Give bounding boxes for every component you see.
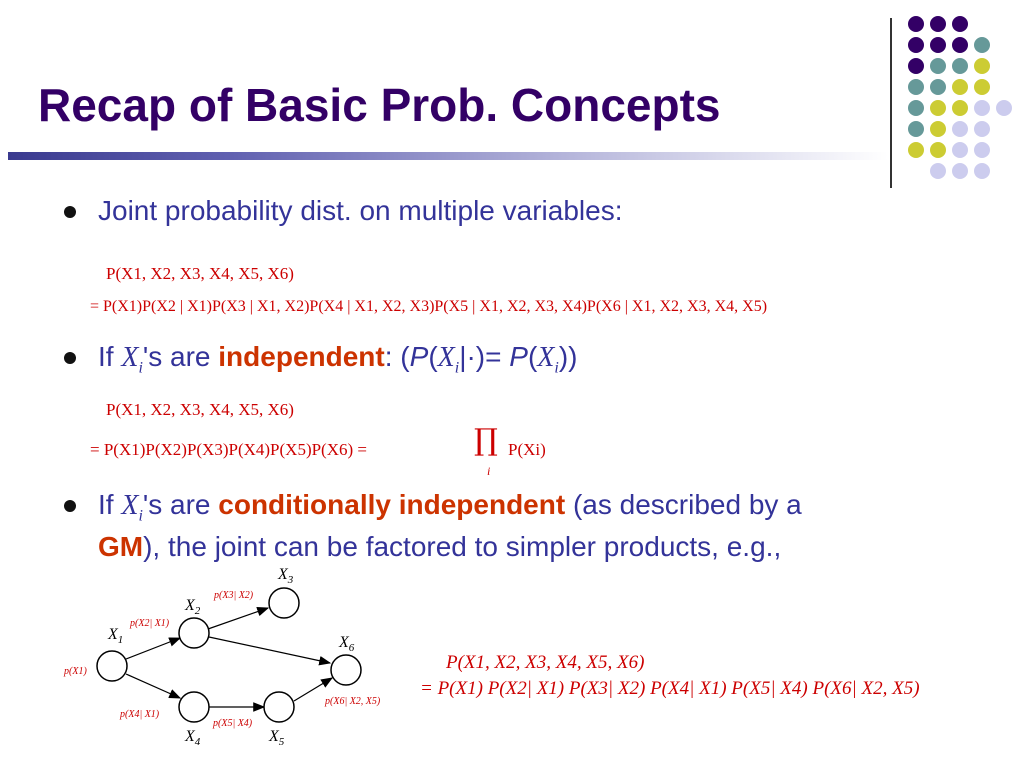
product-index: i (487, 464, 491, 478)
decor-dot (908, 16, 924, 32)
bullet-joint-probability: Joint probability dist. on multiple vari… (98, 195, 623, 226)
decor-dot (930, 16, 946, 32)
decor-vertical-line (890, 18, 892, 188)
decor-dot (908, 121, 924, 137)
edge-x5-x6 (293, 677, 334, 702)
formula-joint-line1: P(X1, X2, X3, X4, X5, X6) (106, 264, 294, 283)
keyword-independent: independent (218, 341, 385, 372)
decor-dot (952, 37, 968, 53)
node-x1 (96, 650, 128, 682)
formula-independent-term: P(Xi) (508, 440, 546, 459)
node-x4 (178, 691, 210, 723)
decor-dot (908, 58, 924, 74)
cpd-label-x1: p(X1) (63, 666, 87, 677)
formula-factored-line1: P(X1, X2, X3, X4, X5, X6) (446, 652, 645, 673)
formula-independent-line2: = P(X1)P(X2)P(X3)P(X4)P(X5)P(X6) = (90, 440, 367, 459)
decor-dot (908, 79, 924, 95)
bullet-dot (64, 206, 76, 218)
decor-dot (974, 121, 990, 137)
decor-dot (952, 121, 968, 137)
bullet-dot (64, 352, 76, 364)
bullet-conditionally-independent: If Xi's are conditionally independent (a… (98, 489, 802, 525)
decor-dot (952, 79, 968, 95)
graphical-model: X1 X2 X3 X4 X5 X6 p(X1) p(X2| X1) p(X3| … (63, 566, 381, 748)
decor-dot (908, 37, 924, 53)
edge-x2-x6 (208, 636, 332, 666)
edge-x1-x4 (125, 673, 182, 699)
decor-dot (974, 142, 990, 158)
node-x6 (330, 654, 362, 686)
formula-chain-rule: = P(X1)P(X2 | X1)P(X3 | X1, X2)P(X4 | X1… (90, 298, 768, 315)
keyword-gm: GM (98, 531, 144, 562)
label-x2: X2 (184, 597, 201, 617)
label-x1: X1 (107, 626, 123, 646)
decor-dot (974, 100, 990, 116)
formula-independent-line1: P(X1, X2, X3, X4, X5, X6) (106, 400, 294, 419)
decor-dot (996, 100, 1012, 116)
bullet-conditionally-independent-line2: GM), the joint can be factored to simple… (98, 531, 782, 562)
formula-factored-line2: = P(X1) P(X2| X1) P(X3| X2) P(X4| X1) P(… (420, 678, 920, 699)
decor-dot (908, 142, 924, 158)
label-x3: X3 (277, 566, 294, 586)
decor-dot (930, 79, 946, 95)
label-x4: X4 (184, 728, 201, 748)
edge-x2-x3 (207, 607, 270, 630)
node-x3 (268, 587, 300, 619)
decor-dot (952, 142, 968, 158)
decor-dot (930, 142, 946, 158)
node-x5 (263, 691, 295, 723)
title-underline (8, 152, 888, 160)
decor-dot (974, 58, 990, 74)
node-x2 (178, 617, 210, 649)
decor-dot (974, 79, 990, 95)
decor-dot (952, 58, 968, 74)
decor-dot (930, 163, 946, 179)
decor-dot (930, 121, 946, 137)
cpd-label-x5: p(X5| X4) (212, 718, 253, 729)
decor-dot (952, 100, 968, 116)
decor-dot (974, 163, 990, 179)
label-x5: X5 (268, 728, 285, 748)
var-x: Xi (121, 490, 143, 525)
decor-dot (952, 163, 968, 179)
cpd-label-x4: p(X4| X1) (119, 709, 160, 720)
decor-dot (952, 16, 968, 32)
decor-dot (908, 100, 924, 116)
cpd-label-x2: p(X2| X1) (129, 618, 170, 629)
decor-dot (930, 37, 946, 53)
bullet-dot (64, 500, 76, 512)
decor-dot (974, 37, 990, 53)
edge-x1-x2 (125, 637, 182, 660)
label-x6: X6 (338, 634, 355, 654)
cpd-label-x3: p(X3| X2) (213, 590, 254, 601)
decor-dot (930, 100, 946, 116)
slide-title: Recap of Basic Prob. Concepts (38, 79, 721, 131)
product-symbol: ∏ (474, 423, 498, 458)
var-x: Xi (121, 342, 143, 377)
cpd-label-x6: p(X6| X2, X5) (324, 696, 381, 707)
bullet-independent: If Xi's are independent: (P(Xi|·)= P(Xi)… (98, 341, 578, 377)
keyword-conditionally-independent: conditionally independent (218, 489, 566, 520)
decor-dot (930, 58, 946, 74)
